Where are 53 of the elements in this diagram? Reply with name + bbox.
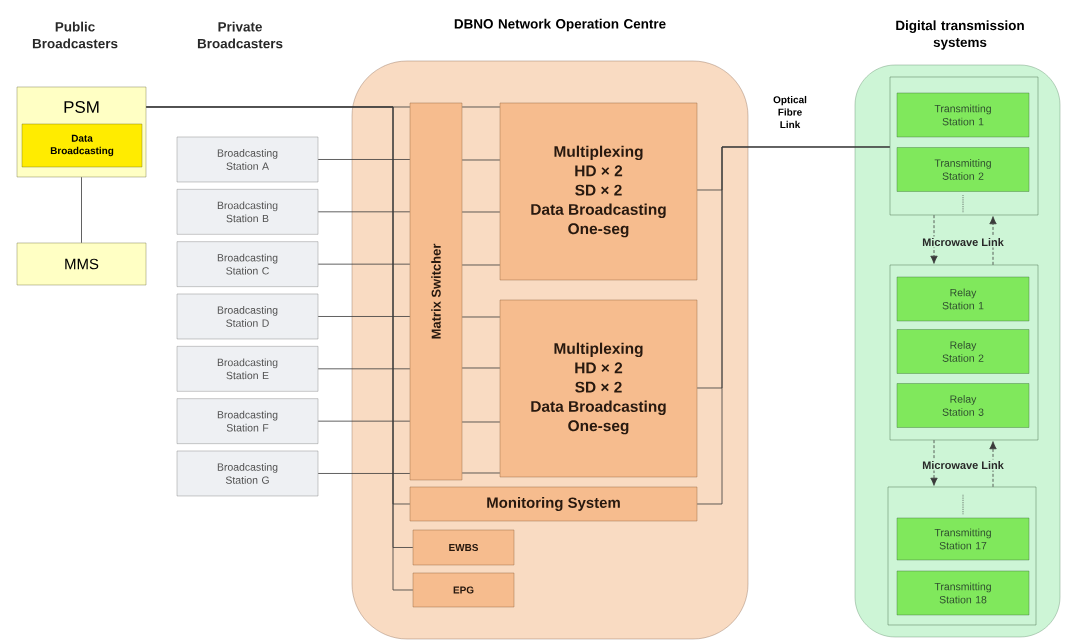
link-label: Microwave Link [920,236,1006,248]
system-box: EPG [412,572,515,608]
panel-title: DBNO Network Operation Centre [454,18,666,32]
system-box: Matrix Switcher [409,102,463,481]
station-box: Broadcasting Station B [176,189,319,235]
panel-title: Digital transmission systems [896,20,1024,50]
link-label: Microwave Link [920,459,1006,471]
connector-line [461,106,501,108]
station-box: Broadcasting Station D [176,293,319,340]
arrow [989,216,997,266]
connector-line [461,472,501,474]
broadcaster-box: MMS [16,242,147,286]
group-box [889,76,1039,216]
station-box: Broadcasting Station G [176,450,319,497]
station-box: Transmitting Station 2 [896,147,1030,192]
connector-line [317,368,411,370]
station-box: Transmitting Station 18 [896,570,1030,616]
station-box: Broadcasting Station F [176,398,319,444]
connector-line [317,316,411,317]
station-box: Relay Station 1 [896,276,1030,322]
station-box: Relay Station 3 [896,383,1030,428]
station-box: Broadcasting Station E [176,346,319,392]
connector-line [696,146,891,505]
service-box: Data Broadcasting [21,123,143,168]
station-box: Broadcasting Station A [176,136,319,183]
system-box: Monitoring System [409,486,698,522]
connector-line [461,367,501,369]
column-heading: Private Broadcasters [197,21,283,49]
connector-line [317,473,411,474]
group-box [889,264,1039,441]
connector-line [461,316,501,318]
connector-line [461,264,501,266]
system-box: Multiplexing HD × 2 SD × 2 Data Broadcasting One-seg [499,299,698,478]
system-box: Multiplexing HD × 2 SD × 2 Data Broadcasting One-seg [499,102,698,281]
station-box: Transmitting Station 1 [896,92,1030,138]
connector-line [317,420,411,422]
station-box: Relay Station 2 [896,329,1030,374]
connector-line [317,263,411,265]
connector-line [461,421,501,423]
connector-line [317,211,411,213]
column-heading: Public Broadcasters [32,21,118,49]
group-box [887,486,1037,626]
station-box: Broadcasting Station C [176,241,319,287]
arrow [930,214,938,264]
connector-line [317,159,411,160]
connector-line [461,159,501,161]
arrow [989,441,997,488]
system-box: EWBS [412,529,515,566]
connector-line [81,176,82,244]
arrow [930,439,938,486]
edge-label: Optical Fibre Link [773,95,807,129]
station-box: Transmitting Station 17 [896,517,1030,561]
connector-line [461,211,501,213]
